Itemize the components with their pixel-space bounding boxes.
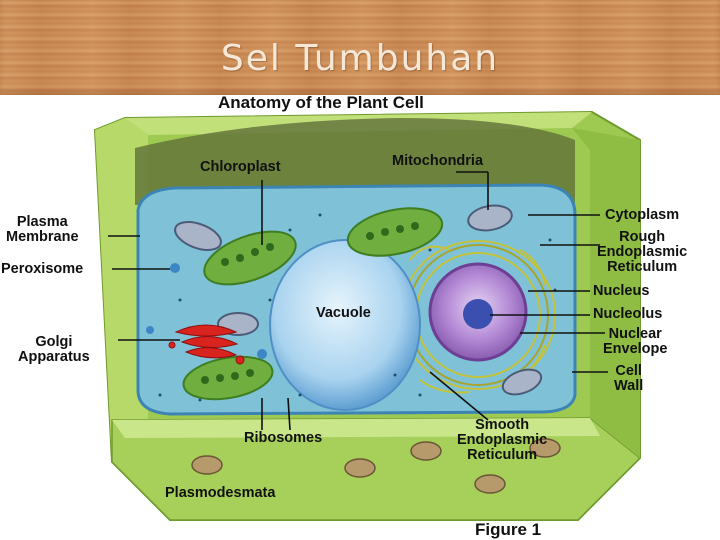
- plasmodesmata-shape: [191, 438, 561, 494]
- ribosome-dots: [158, 213, 557, 402]
- label-vacuole: Vacuole: [316, 305, 371, 321]
- mitochondria-shape: [174, 204, 543, 396]
- label-nucleus: Nucleus: [593, 283, 650, 299]
- label-smooth-er: Smooth Endoplasmic Reticulum: [457, 417, 548, 463]
- label-plasmodesmata: Plasmodesmata: [165, 485, 276, 501]
- vacuole: [269, 239, 421, 411]
- figure-caption: Figure 1: [475, 520, 542, 539]
- label-cell-wall: Cell Wall: [614, 363, 644, 394]
- label-rough-er: Rough Endoplasmic Reticulum: [597, 229, 688, 275]
- slide-title: Sel Tumbuhan: [220, 38, 500, 79]
- label-mitochondria: Mitochondria: [392, 153, 484, 169]
- label-nuclear-envelope: Nuclear Envelope: [603, 326, 668, 357]
- golgi-shape: [168, 324, 245, 365]
- label-peroxisome: Peroxisome: [1, 261, 84, 277]
- leader-lines: [108, 171, 608, 431]
- figure-title: Anatomy of the Plant Cell: [218, 93, 424, 112]
- label-chloroplast: Chloroplast: [200, 159, 281, 175]
- nucleolus: [463, 299, 493, 329]
- label-nucleolus: Nucleolus: [593, 306, 663, 322]
- label-golgi-apparatus: Golgi Apparatus: [18, 334, 90, 365]
- cell-wall-shadow: [135, 118, 575, 205]
- wood-texture: [0, 0, 720, 95]
- label-plasma-membrane: Plasma Membrane: [6, 214, 79, 245]
- chloroplast-shape: [182, 207, 444, 401]
- peroxisome-shape: [146, 263, 267, 359]
- label-ribosomes: Ribosomes: [244, 430, 323, 446]
- title-banner: [0, 0, 720, 95]
- label-cytoplasm: Cytoplasm: [605, 207, 680, 223]
